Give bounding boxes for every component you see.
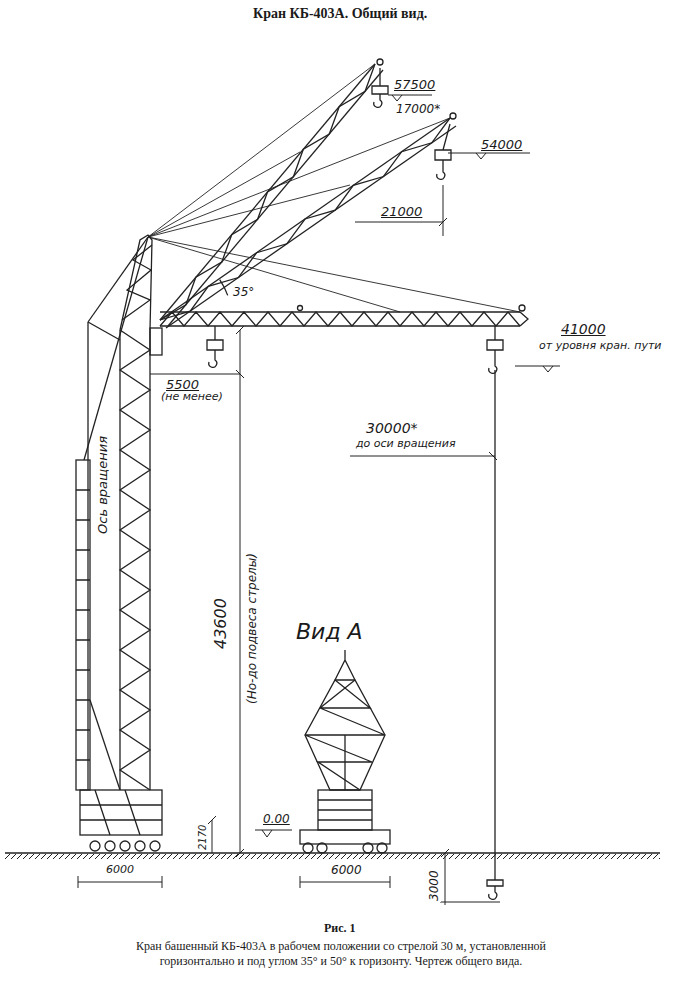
tower-mast-part [90, 700, 120, 790]
tower-mast-part [120, 841, 130, 851]
view-a-crane-part [317, 843, 327, 853]
tower-mast-part [88, 322, 120, 340]
drawing-title: Кран КБ-403А. Общий вид. [252, 6, 428, 21]
horizontal-jib [160, 305, 528, 899]
dimension-label: Вид А [295, 620, 364, 644]
dimension-lines-part [515, 366, 560, 372]
dimension-label: 17000* [395, 103, 441, 116]
tower-mast-part [84, 237, 148, 460]
ground-line [5, 853, 660, 859]
tower-mast-part [76, 460, 90, 790]
view-a-crane-part [377, 843, 387, 853]
dimension-label: 21000 [380, 205, 423, 219]
horizontal-jib-part [298, 306, 303, 311]
tower-mast-part [120, 330, 150, 790]
dimension-label: 0.00 [262, 813, 291, 826]
dimension-lines [78, 95, 560, 905]
dimension-label: 54000 [480, 138, 523, 152]
guy-ropes-part [148, 118, 450, 237]
jib-50deg-part [377, 59, 383, 65]
jib-50deg-part [160, 64, 375, 320]
view-a-crane [300, 650, 390, 853]
horizontal-jib-part [160, 312, 520, 326]
figure-number: Рис. 1 [323, 922, 357, 935]
tower-mast-part [88, 237, 148, 322]
tower-mast-part [76, 490, 90, 760]
guy-ropes-part [148, 237, 520, 312]
jib-50deg-part [160, 64, 375, 320]
tower-mast-part [87, 322, 88, 790]
tower-mast-part [149, 330, 150, 790]
dimension-label: 41000 [560, 322, 607, 337]
jib-50deg-part [372, 68, 388, 107]
dimension-label: 6000 [330, 864, 363, 877]
tower-mast-part [119, 330, 120, 790]
tower-mast-part [90, 841, 100, 851]
view-a-crane-part [300, 830, 390, 844]
dimension-label: до оси вращения [355, 438, 457, 450]
jib-50deg-part [168, 70, 383, 326]
horizontal-jib-part [207, 326, 223, 367]
view-a-crane-part [344, 735, 345, 790]
dimension-label: 35° [232, 286, 255, 299]
ground-line-part [5, 852, 660, 853]
dimension-lines-part [208, 816, 216, 853]
dimension-lines-part [300, 876, 390, 888]
dimension-label: 30000* [365, 421, 419, 436]
jib-35deg [160, 113, 456, 328]
guy-ropes-part [148, 185, 350, 237]
dimension-lines-part [255, 830, 292, 837]
guy-ropes-part [148, 152, 300, 237]
dimension-lines-part [78, 876, 162, 888]
horizontal-jib-part [494, 370, 495, 880]
guy-ropes [148, 64, 520, 312]
figure-caption: Кран башенный КБ-403А в рабочем положени… [105, 939, 577, 969]
view-a-crane-part [318, 800, 372, 820]
dimension-lines-part [388, 95, 432, 101]
dimension-lines-part [236, 326, 244, 857]
dimension-lines-part [150, 370, 244, 378]
tower-mast-part [122, 245, 152, 320]
view-a-crane-part [305, 680, 385, 790]
tower-mast [76, 235, 162, 851]
tower-mast-part [135, 841, 145, 851]
guy-ropes-part [148, 64, 375, 237]
view-a-crane-part [318, 790, 372, 830]
dimension-label: 2170 [197, 824, 208, 851]
dimension-label: Ось вращения [96, 435, 110, 535]
view-a-crane-part [335, 650, 355, 680]
dimension-lines-part [355, 185, 447, 236]
dimension-label: 3000 [428, 869, 441, 902]
jib-50deg [160, 59, 388, 326]
guy-ropes-part [148, 237, 400, 312]
ground-line-part [5, 854, 660, 859]
view-a-crane-part [363, 843, 373, 853]
horizontal-jib-part [520, 312, 528, 326]
view-a-crane-part [305, 680, 385, 790]
dimension-label: (Но-до подвеса стрелы) [246, 552, 259, 705]
horizontal-jib-part [519, 305, 525, 311]
tower-mast-part [80, 790, 162, 835]
jib-35deg-part [435, 124, 451, 179]
dimension-lines-part [448, 153, 530, 159]
dimension-label: (не менее) [160, 391, 224, 403]
horizontal-jib-part [487, 326, 503, 373]
dimension-label: 6000 [105, 864, 135, 876]
tower-mast-part [105, 841, 115, 851]
dimension-label: 43600 [212, 597, 230, 650]
jib-35deg-part [220, 280, 228, 296]
view-a-crane-part [303, 843, 313, 853]
horizontal-jib-part [160, 325, 520, 326]
dimension-label: от уровня кран. пути [538, 340, 662, 352]
horizontal-jib-part [487, 880, 503, 899]
tower-mast-part [150, 328, 162, 355]
tower-mast-part [150, 841, 160, 851]
dimension-lines-part [350, 452, 497, 460]
dimension-lines-part [440, 849, 500, 905]
dimension-label: 57500 [393, 78, 436, 92]
tower-mast-part [80, 790, 162, 835]
jib-35deg-part [450, 113, 456, 119]
